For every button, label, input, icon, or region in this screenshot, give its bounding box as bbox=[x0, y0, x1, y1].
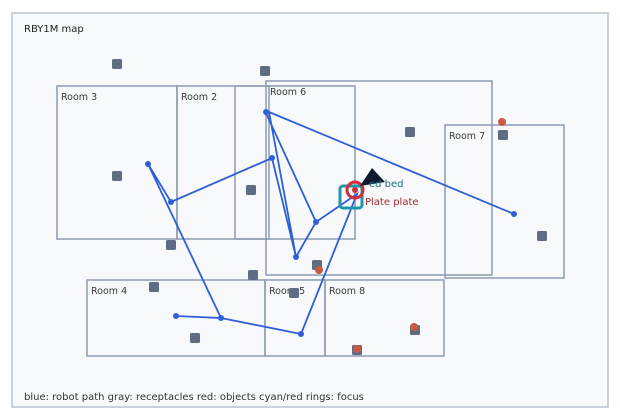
map-title: RBY1M map bbox=[24, 24, 84, 35]
path-node bbox=[269, 155, 275, 161]
path-node bbox=[145, 161, 151, 167]
object-marker bbox=[353, 345, 361, 353]
receptacle-marker bbox=[405, 127, 415, 137]
receptacle-marker bbox=[498, 130, 508, 140]
focus-object-dot bbox=[352, 187, 358, 193]
room-3-label: Room 3 bbox=[61, 92, 97, 103]
path-node bbox=[168, 199, 174, 205]
path-node bbox=[293, 254, 299, 260]
receptacle-marker bbox=[537, 231, 547, 241]
receptacle-marker bbox=[190, 333, 200, 343]
focus-layer: ed bed Plate plate bbox=[338, 168, 419, 210]
receptacle-marker bbox=[149, 282, 159, 292]
focus-receptacle-ring bbox=[338, 184, 364, 210]
receptacle-marker bbox=[166, 240, 176, 250]
focus-object-ring bbox=[345, 180, 365, 200]
path-node bbox=[263, 109, 269, 115]
receptacle-marker bbox=[112, 59, 122, 69]
room-5-label: Room 5 bbox=[269, 286, 305, 297]
rooms-layer: Room 3 Room 2 Room 6 Room 7 Room 4 Room … bbox=[56, 80, 565, 357]
path-node bbox=[313, 219, 319, 225]
room-6-label: Room 6 bbox=[270, 87, 306, 98]
robot-path-layer bbox=[145, 109, 517, 337]
path-node bbox=[218, 315, 224, 321]
receptacle-marker bbox=[260, 66, 270, 76]
objects-layer bbox=[315, 118, 506, 353]
path-node bbox=[511, 211, 517, 217]
room-4-label: Room 4 bbox=[91, 286, 127, 297]
room-7-label: Room 7 bbox=[449, 131, 485, 142]
receptacle-marker bbox=[246, 185, 256, 195]
room-2-annex bbox=[234, 85, 356, 240]
path-node bbox=[173, 313, 179, 319]
map-legend: blue: robot path gray: receptacles red: … bbox=[24, 392, 364, 403]
focus-receptacle-label: ed bed bbox=[369, 179, 404, 190]
receptacle-marker bbox=[248, 270, 258, 280]
receptacle-marker bbox=[112, 171, 122, 181]
receptacles-layer bbox=[112, 59, 547, 355]
focus-object-label: Plate plate bbox=[365, 197, 419, 208]
robot-path bbox=[147, 110, 515, 336]
path-node bbox=[298, 331, 304, 337]
object-marker bbox=[315, 266, 323, 274]
room-8-label: Room 8 bbox=[329, 286, 365, 297]
object-marker bbox=[410, 323, 418, 331]
receptacle-marker bbox=[289, 288, 299, 298]
room-8: Room 8 bbox=[324, 279, 445, 357]
room-2-label: Room 2 bbox=[181, 92, 217, 103]
room-2: Room 2 bbox=[176, 85, 270, 240]
robot-agent-icon bbox=[360, 168, 385, 186]
room-6: Room 6 bbox=[265, 80, 493, 276]
object-marker bbox=[498, 118, 506, 126]
